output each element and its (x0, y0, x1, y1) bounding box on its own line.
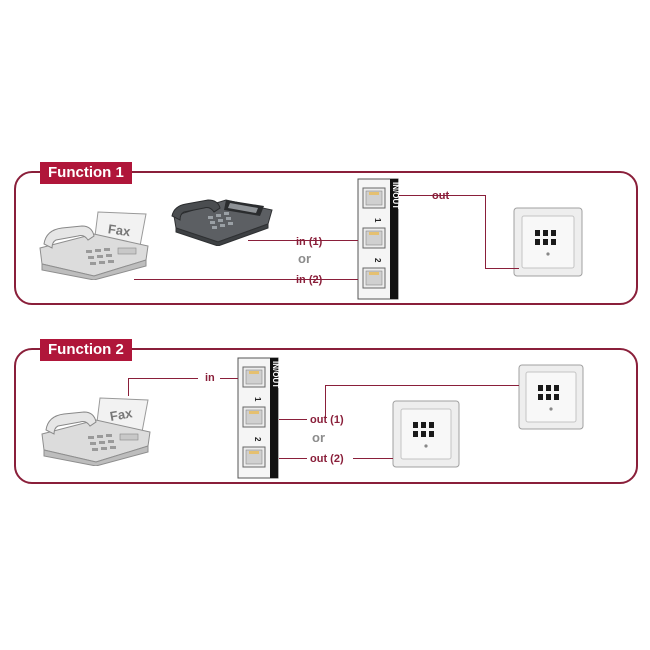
wire-out1-h2 (325, 385, 519, 386)
wire-out-h2 (485, 268, 519, 269)
label-out2: out (2) (310, 453, 344, 465)
wire-out1-v (325, 385, 326, 419)
wire-in2 (134, 279, 358, 280)
port-label-1: 1 (373, 218, 382, 223)
rj-port-inout-2 (242, 366, 266, 388)
rj-port-inout (362, 187, 386, 209)
rj-port-2 (362, 267, 386, 289)
label-out: out (432, 190, 450, 202)
label-in1: in (1) (296, 236, 323, 248)
fax-paper-text-2: Fax (109, 405, 134, 424)
wire-in1 (248, 240, 358, 241)
fax-paper-text: Fax (107, 221, 132, 239)
fax-machine-icon: Fax (39, 211, 149, 280)
fax-machine-icon-2: Fax (41, 397, 151, 466)
wire-in-v (128, 378, 129, 396)
port-label-2-2: 2 (253, 437, 262, 442)
wire-out2-h1 (279, 458, 307, 459)
function-2-title: Function 2 (40, 339, 132, 361)
wall-socket-icon-2a (518, 364, 584, 430)
wire-out1-h1 (279, 419, 307, 420)
desk-telephone-icon (171, 199, 273, 246)
port-label-inout-2: IN/OUT (271, 361, 280, 389)
wall-socket-icon-2b (392, 400, 460, 468)
rj-port-1-2 (242, 406, 266, 428)
rj-port-1 (362, 227, 386, 249)
splitter-device-1 (357, 178, 399, 300)
label-out1: out (1) (310, 414, 344, 426)
wall-socket-icon (513, 207, 583, 277)
port-label-2: 2 (373, 258, 382, 263)
function-1-title: Function 1 (40, 162, 132, 184)
wire-out-v (485, 195, 486, 268)
wire-out2-h2 (353, 458, 393, 459)
label-or-2: or (312, 430, 325, 445)
splitter-device-2 (237, 357, 279, 479)
wire-out-h1 (399, 195, 485, 196)
label-in2: in (2) (296, 274, 323, 286)
label-in: in (205, 372, 215, 384)
port-label-1-2: 1 (253, 397, 262, 402)
wire-in-h1 (128, 378, 198, 379)
label-or-1: or (298, 251, 311, 266)
rj-port-2-2 (242, 446, 266, 468)
wire-in-h2 (220, 378, 238, 379)
